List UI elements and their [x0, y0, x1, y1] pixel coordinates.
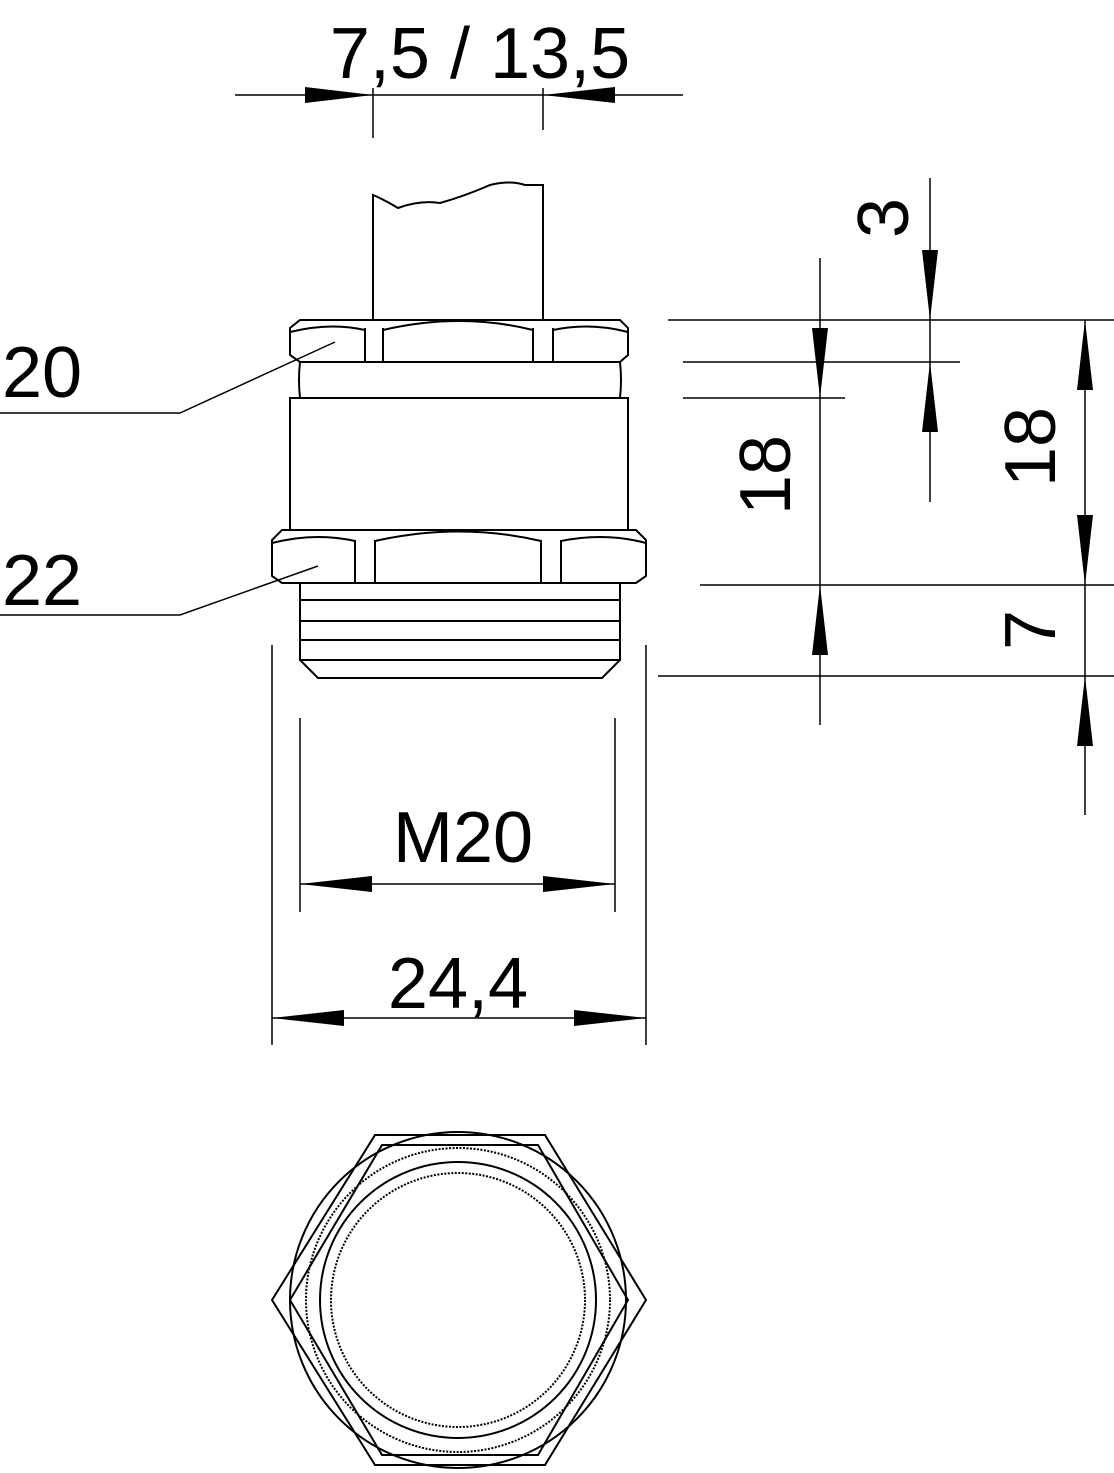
part-20-leader: 20: [0, 333, 336, 414]
dim-18-inner: 18: [726, 258, 828, 725]
thread-label: M20: [393, 798, 533, 878]
dim-3-label: 3: [844, 198, 924, 238]
dim-18-outer-label: 18: [991, 407, 1071, 487]
cable: [372, 181, 544, 320]
upper-nut-part-20: [289, 319, 629, 399]
cable-diameter-label: 7,5 / 13,5: [330, 14, 630, 94]
width-label: 24,4: [388, 944, 528, 1024]
cable-diameter-dimension: 7,5 / 13,5: [235, 14, 683, 138]
dim-18-inner-label: 18: [726, 435, 806, 515]
gland-body: [289, 397, 629, 531]
thread: [299, 583, 621, 679]
part-22-leader: 22: [0, 541, 319, 621]
dim-3: 3: [844, 178, 938, 502]
dim-7-label: 7: [991, 610, 1071, 650]
dim-m20: M20: [299, 718, 616, 912]
dim-24-4: 24,4: [271, 645, 647, 1045]
dim-18-outer-and-7: 18 7: [991, 320, 1093, 815]
bottom-view: [270, 1131, 648, 1469]
part-20-label: 20: [2, 333, 82, 413]
lower-nut-part-22: [271, 529, 647, 584]
part-22-label: 22: [2, 541, 82, 621]
right-extension-lines: [658, 319, 1114, 677]
